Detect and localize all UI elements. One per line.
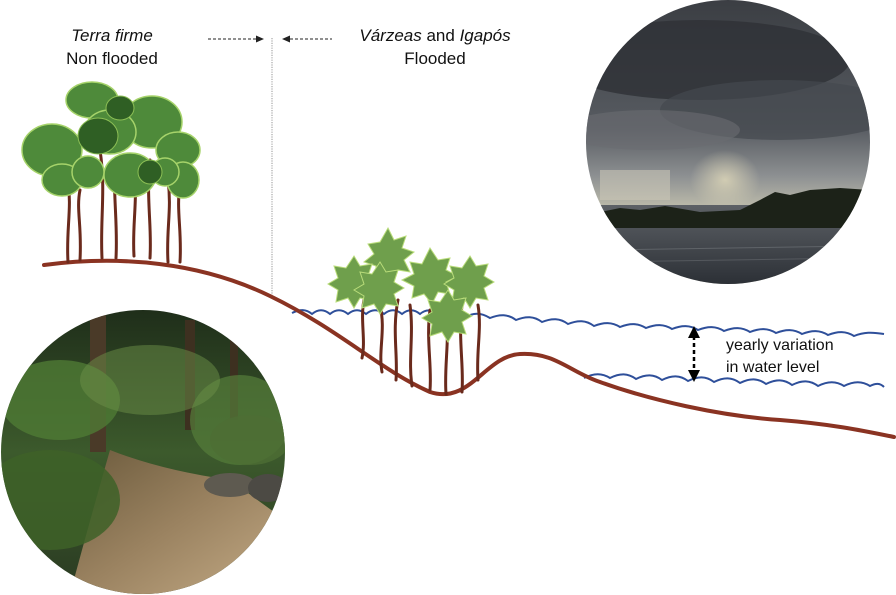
low-water-line	[583, 373, 885, 388]
ground-profile	[42, 258, 896, 439]
water-variation-arrow-icon	[688, 326, 700, 382]
terra-firme-trees	[21, 81, 201, 264]
terra-firme-title: Terra firme	[71, 26, 153, 45]
and-connector: and	[421, 26, 460, 45]
igapos-term: Igapós	[459, 26, 511, 45]
arrow-right-icon	[208, 35, 264, 43]
flooded-zone-subtitle: Flooded	[404, 49, 466, 68]
high-water-line	[291, 309, 885, 338]
storm-photo	[586, 0, 870, 284]
water-variation-label-line1: yearly variation	[726, 337, 834, 354]
water-variation-label-line2: in water level	[726, 359, 820, 376]
terra-firme-subtitle: Non flooded	[66, 49, 158, 68]
flooded-zone-title: Várzeas and Igapós	[340, 26, 530, 46]
stream-photo	[1, 310, 285, 594]
arrow-left-icon	[282, 35, 332, 43]
flooded-forest-trees	[327, 226, 495, 396]
varzeas-term: Várzeas	[359, 26, 422, 45]
